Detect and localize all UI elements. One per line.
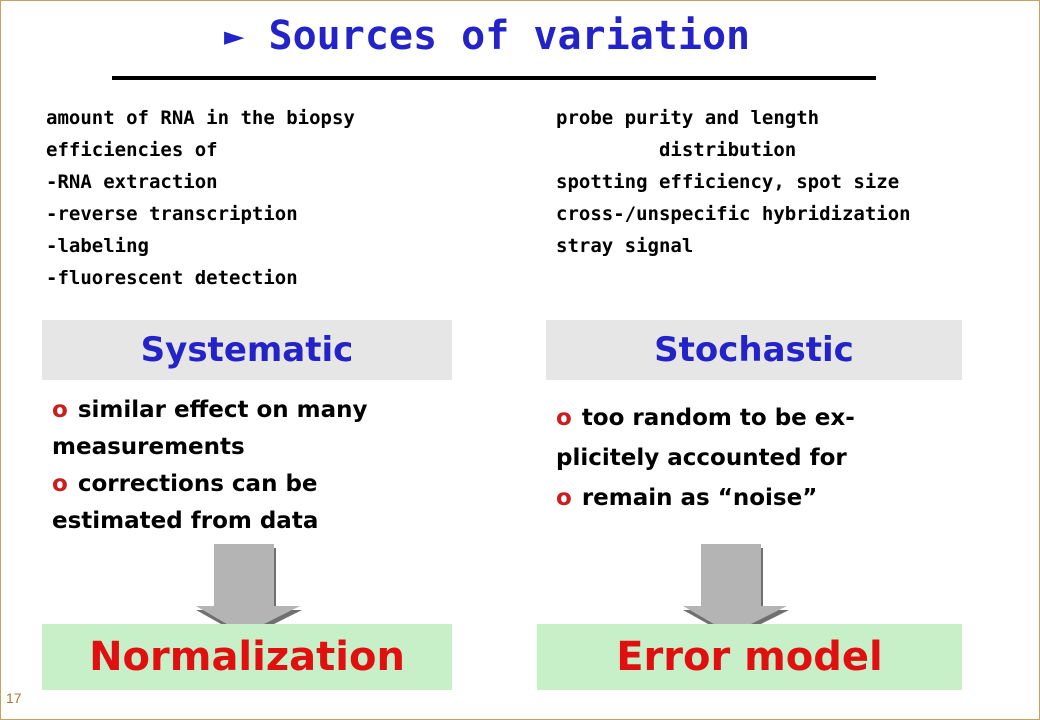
- slide-title: ► Sources of variation: [224, 8, 750, 64]
- cause-item: -fluorescent detection: [46, 267, 298, 289]
- cause-item: -labeling: [46, 235, 149, 257]
- cause-item: -RNA extraction: [46, 171, 218, 193]
- page-number: 17: [6, 690, 22, 706]
- bullet-line: measurements: [52, 434, 245, 460]
- cause-item: distribution: [556, 139, 797, 161]
- systematic-heading: Systematic: [42, 320, 452, 380]
- cause-item: efficiencies of: [46, 139, 218, 161]
- down-arrow-icon: [196, 544, 302, 638]
- bullet-mark: o: [556, 405, 572, 431]
- cause-item: stray signal: [556, 235, 694, 257]
- bullet-line: plicitely accounted for: [556, 445, 847, 471]
- bullet-line: estimated from data: [52, 508, 319, 534]
- cause-item: cross-/unspecific hybridization: [556, 203, 911, 225]
- bullet-mark: o: [52, 397, 68, 423]
- cause-item: probe purity and length: [556, 107, 820, 129]
- cause-item: amount of RNA in the biopsy: [46, 107, 355, 129]
- bullet-mark: o: [556, 485, 572, 511]
- triangle-right-icon: ►: [224, 16, 245, 56]
- slide-title-text: Sources of variation: [268, 13, 751, 59]
- normalization-box: Normalization: [42, 624, 452, 690]
- cause-item: -reverse transcription: [46, 203, 298, 225]
- systematic-causes-list: amount of RNA in the biopsy efficiencies …: [46, 102, 355, 294]
- title-underline: [112, 76, 876, 80]
- down-arrow-icon: [683, 544, 789, 638]
- error-model-box: Error model: [537, 624, 962, 690]
- bullet-mark: o: [52, 471, 68, 497]
- stochastic-heading: Stochastic: [546, 320, 962, 380]
- cause-item: spotting efficiency, spot size: [556, 171, 900, 193]
- stochastic-causes-list: probe purity and length distribution spot…: [556, 102, 911, 262]
